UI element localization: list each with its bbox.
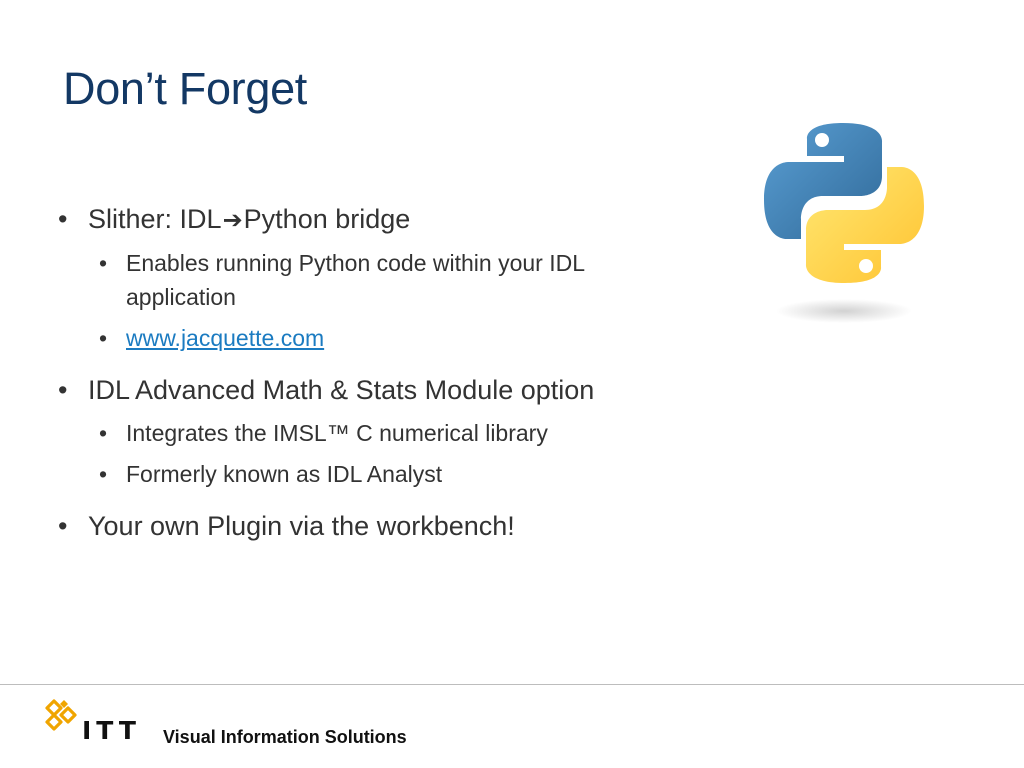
slide-title: Don’t Forget: [63, 63, 308, 114]
right-arrow-icon: ➔: [222, 206, 243, 234]
sub-bullet-python-code: • Enables running Python code within your…: [99, 246, 718, 314]
footer-brand: ITT: [82, 716, 141, 745]
itt-logo-icon: [45, 699, 77, 731]
jacquette-link[interactable]: www.jacquette.com: [126, 325, 325, 351]
sub-bullet-link: • www.jacquette.com: [99, 321, 718, 355]
bullet-slither-text: Slither: IDL: [88, 204, 222, 234]
sub-bullet-text: Enables running Python code within your …: [126, 250, 585, 310]
sub-bullet-imsl: • Integrates the IMSL™ C numerical librar…: [99, 416, 718, 450]
bullet-marker: •: [99, 461, 108, 487]
bullet-math-stats: • IDL Advanced Math & Stats Module option: [58, 371, 718, 409]
sub-bullet-text: Integrates the IMSL™ C numerical library: [126, 420, 548, 446]
footer-divider: [0, 684, 1024, 685]
bullet-marker: •: [99, 420, 108, 446]
bullet-marker: •: [58, 375, 68, 405]
bullet-marker: •: [99, 250, 108, 276]
bullet-slither: • Slither: IDL➔Python bridge: [58, 200, 718, 239]
bullet-math-stats-text: IDL Advanced Math & Stats Module option: [88, 375, 595, 405]
sub-bullet-idl-analyst: • Formerly known as IDL Analyst: [99, 457, 718, 491]
footer-tagline: Visual Information Solutions: [163, 727, 407, 747]
bullet-slither-text-2: Python bridge: [243, 204, 411, 234]
bullet-marker: •: [58, 511, 68, 541]
bullet-marker: •: [99, 325, 108, 351]
bullet-plugin-text: Your own Plugin via the workbench!: [88, 511, 515, 541]
bullet-marker: •: [58, 204, 68, 234]
bullet-list: • Slither: IDL➔Python bridge • Enables run…: [58, 200, 718, 545]
python-logo-icon: [764, 123, 924, 323]
bullet-plugin: • Your own Plugin via the workbench!: [58, 507, 718, 545]
sub-bullet-text: Formerly known as IDL Analyst: [126, 461, 443, 487]
